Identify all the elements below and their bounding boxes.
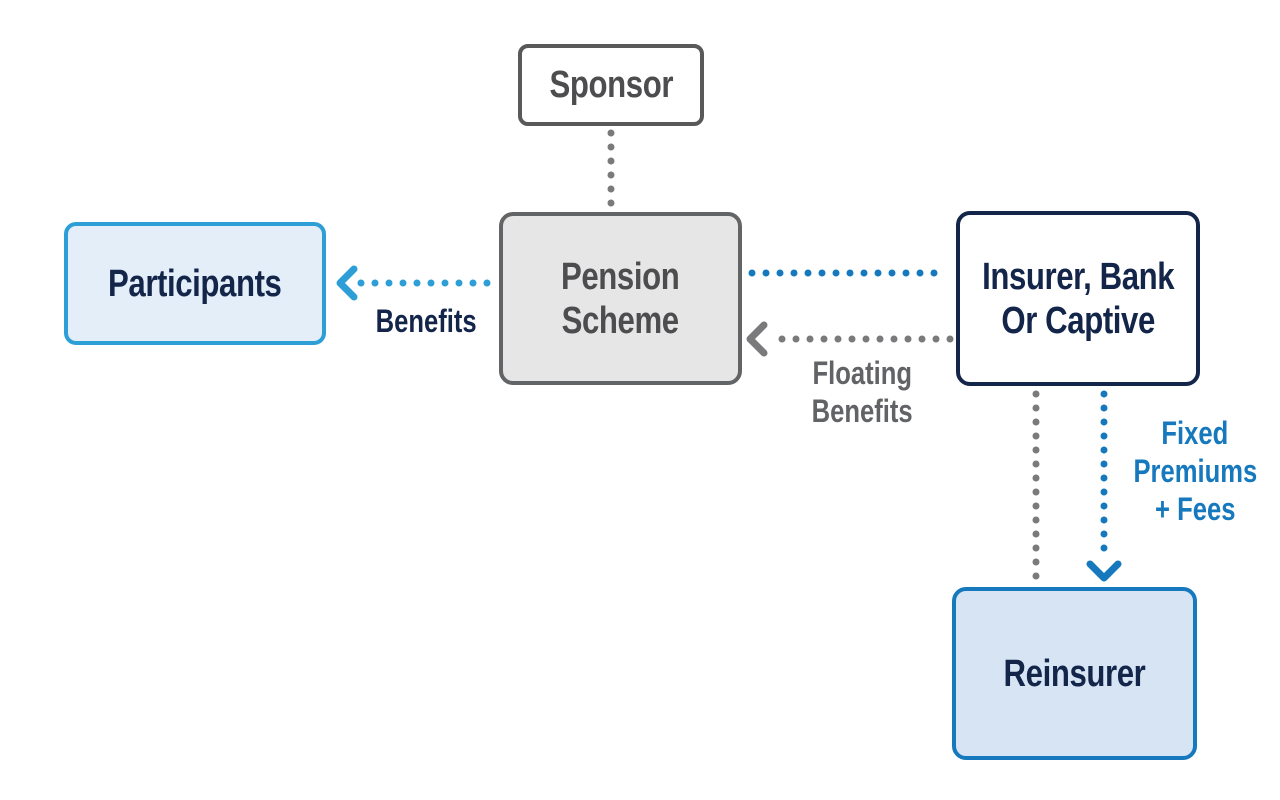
pension-scheme-node: Pension Scheme (499, 212, 742, 385)
floating-benefits-line-1: Floating (812, 355, 912, 391)
floating-benefits-arrowhead (746, 321, 768, 357)
reinsurer-label: Reinsurer (1003, 652, 1146, 695)
fixed-premiums-edge-label: Fixed Premiums + Fees (1112, 414, 1278, 528)
insurer-node: Insurer, Bank Or Captive (956, 211, 1200, 386)
fixed-premiums-line-1: Fixed (1161, 415, 1229, 451)
insurer-label-line-2: Or Captive (1001, 299, 1155, 342)
benefits-arrowhead (336, 265, 358, 301)
benefits-edge-label-text: Benefits (375, 303, 477, 339)
insurer-text: Insurer, Bank Or Captive (961, 255, 1195, 343)
pension-scheme-label-line-1: Pension (561, 255, 680, 298)
sponsor-label: Sponsor (549, 64, 673, 106)
fixed-premiums-line-3: + Fees (1154, 491, 1236, 527)
participants-label: Participants (108, 262, 282, 305)
sponsor-node: Sponsor (518, 44, 704, 126)
insurer-label-line-1: Insurer, Bank (981, 255, 1175, 298)
fixed-premiums-line-2: Premiums (1133, 453, 1257, 489)
pension-scheme-text: Pension Scheme (548, 255, 692, 343)
participants-node: Participants (64, 222, 326, 345)
floating-benefits-edge-label: Floating Benefits (782, 354, 942, 430)
fixed-premiums-arrowhead (1086, 560, 1122, 582)
pension-scheme-label-line-2: Scheme (561, 299, 680, 342)
floating-benefits-line-2: Benefits (811, 393, 913, 429)
reinsurer-node: Reinsurer (952, 587, 1197, 760)
benefits-edge-label: Benefits (350, 302, 502, 340)
